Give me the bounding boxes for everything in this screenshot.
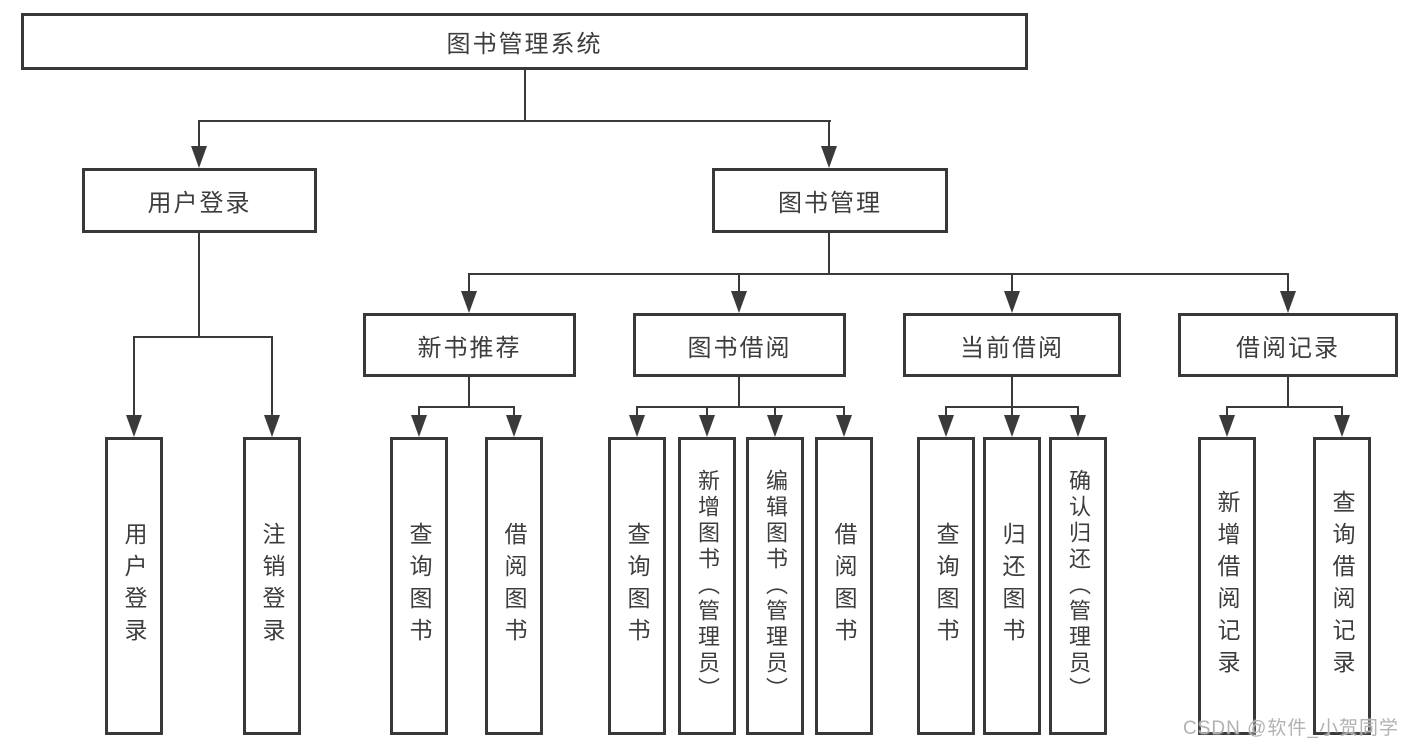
arrow-down-icon [767, 415, 783, 437]
arrow-down-icon [699, 415, 715, 437]
arrow-down-icon [1334, 415, 1350, 437]
arrow-down-icon [1004, 291, 1020, 313]
leaf-user-login: 用户登录 [105, 437, 163, 735]
leaf-borrow-books-recommend: 借阅图书 [485, 437, 543, 735]
connector-line [513, 406, 515, 415]
node-current-borrowing: 当前借阅 [903, 313, 1121, 377]
connector-line [468, 273, 470, 291]
arrow-down-icon [1004, 415, 1020, 437]
connector-line [1011, 273, 1013, 291]
connector-line [133, 336, 135, 415]
connector-bar-new-book [418, 406, 515, 408]
leaf-add-books-admin: 新增图书（管理员） [678, 437, 736, 735]
arrow-down-icon [411, 415, 427, 437]
node-borrowing-records: 借阅记录 [1178, 313, 1398, 377]
arrow-down-icon [461, 291, 477, 313]
node-book-borrowing: 图书借阅 [633, 313, 846, 377]
node-book-management: 图书管理 [712, 168, 948, 233]
connector-line [828, 120, 830, 146]
connector-line [418, 406, 420, 415]
arrow-down-icon [629, 415, 645, 437]
leaf-query-books-recommend: 查询图书 [390, 437, 448, 735]
connector-line [706, 406, 708, 415]
arrow-down-icon [1219, 415, 1235, 437]
connector-stem-current-borrow [1011, 377, 1013, 408]
node-user-login: 用户登录 [82, 168, 317, 233]
leaf-add-borrow-record: 新增借阅记录 [1198, 437, 1256, 735]
connector-line [774, 406, 776, 415]
connector-line [945, 406, 947, 415]
connector-stem-borrow-records [1287, 377, 1289, 408]
connector-line [843, 406, 845, 415]
connector-bar-root [198, 120, 831, 122]
node-root: 图书管理系统 [21, 13, 1028, 70]
connector-stem-new-book [468, 377, 470, 408]
leaf-confirm-return-admin: 确认归还（管理员） [1049, 437, 1107, 735]
connector-stem-root [524, 70, 526, 122]
connector-line [1077, 406, 1079, 415]
leaf-return-books: 归还图书 [983, 437, 1041, 735]
connector-line [198, 120, 200, 146]
leaf-logout-login: 注销登录 [243, 437, 301, 735]
arrow-down-icon [506, 415, 522, 437]
arrow-down-icon [731, 291, 747, 313]
arrow-down-icon [836, 415, 852, 437]
arrow-down-icon [938, 415, 954, 437]
arrow-down-icon [191, 146, 207, 168]
leaf-query-books-borrow: 查询图书 [608, 437, 666, 735]
arrow-down-icon [126, 415, 142, 437]
node-new-book-recommendation: 新书推荐 [363, 313, 576, 377]
connector-bar-borrow-records [1226, 406, 1343, 408]
connector-stem-user-login [198, 233, 200, 338]
watermark: CSDN @软件_小贺同学 [1183, 718, 1399, 739]
connector-bar-book-management [468, 273, 1289, 275]
leaf-query-books-current: 查询图书 [917, 437, 975, 735]
connector-line [1341, 406, 1343, 415]
connector-line [1287, 273, 1289, 291]
connector-line [1226, 406, 1228, 415]
connector-line [636, 406, 638, 415]
leaf-query-borrow-record: 查询借阅记录 [1313, 437, 1371, 735]
connector-line [738, 273, 740, 291]
connector-stem-book-management [828, 233, 830, 275]
arrow-down-icon [1070, 415, 1086, 437]
arrow-down-icon [264, 415, 280, 437]
connector-bar-book-borrow [636, 406, 845, 408]
arrow-down-icon [821, 146, 837, 168]
connector-stem-book-borrow [738, 377, 740, 408]
connector-bar-user-login [133, 336, 273, 338]
connector-line [1011, 406, 1013, 415]
leaf-edit-books-admin: 编辑图书（管理员） [746, 437, 804, 735]
arrow-down-icon [1280, 291, 1296, 313]
connector-line [271, 336, 273, 415]
leaf-borrow-books: 借阅图书 [815, 437, 873, 735]
